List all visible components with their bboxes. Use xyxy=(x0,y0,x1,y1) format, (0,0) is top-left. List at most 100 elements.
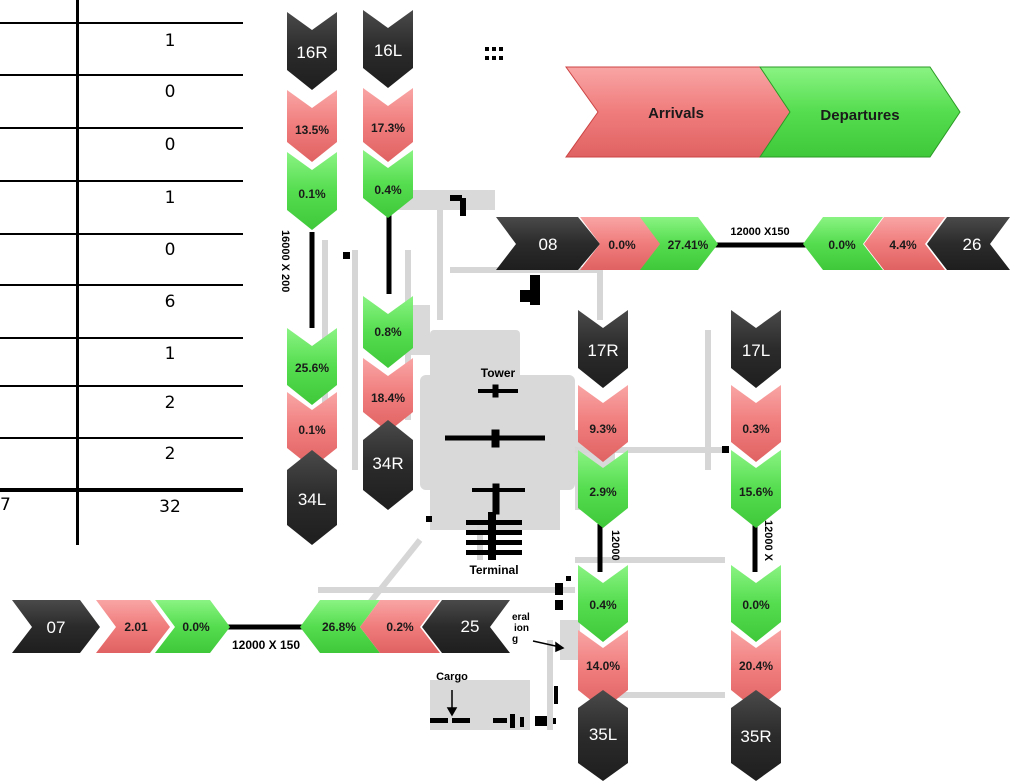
arrival-chevron xyxy=(287,90,337,162)
runway-17L-35R: 17L 0.3% 15.6% 12000 X 0.0% 20.4% 35R xyxy=(731,310,781,781)
runway-end-label: 17R xyxy=(587,341,618,360)
runway-07-25: 07 2.01 0.0% 12000 X 150 26.8% 0.2% 25 xyxy=(12,600,510,653)
arrival-percent: 0.2% xyxy=(386,620,414,634)
table-cell: 2 xyxy=(164,393,176,413)
arrival-percent: 18.4% xyxy=(371,391,405,405)
runway-end-35R xyxy=(731,690,781,781)
departure-percent: 0.4% xyxy=(589,598,617,612)
runway-end-label: 35L xyxy=(589,725,617,744)
tower-label: Tower xyxy=(481,366,516,380)
table-rule xyxy=(0,127,243,129)
data-table: 1 0 0 1 0 6 1 2 2 32 7 xyxy=(0,0,260,545)
departure-chevron xyxy=(731,450,781,528)
departure-percent: 15.6% xyxy=(739,485,773,499)
runway-end-label: 17L xyxy=(742,341,770,360)
runway-end-label: 16L xyxy=(374,41,402,60)
table-cell: 1 xyxy=(164,344,176,364)
arrival-chevron xyxy=(363,358,413,432)
table-cell: 0 xyxy=(164,240,176,260)
arrival-chevron xyxy=(578,630,628,710)
table-rule xyxy=(0,22,243,24)
departure-percent: 0.0% xyxy=(182,620,210,634)
departure-chevron xyxy=(363,296,413,368)
arrival-percent: 2.01 xyxy=(124,620,148,634)
arrival-percent: 17.3% xyxy=(371,121,405,135)
runway-dimensions: 16000 X 200 xyxy=(279,230,291,292)
table-rule xyxy=(0,74,243,76)
departure-chevron xyxy=(640,217,718,270)
departure-percent: 0.0% xyxy=(742,598,770,612)
pointer-arrows xyxy=(446,640,565,717)
table-cell: 0 xyxy=(164,135,176,155)
table-cell: 6 xyxy=(164,292,176,312)
runway-end-label: 08 xyxy=(539,235,558,254)
runway-end-17R xyxy=(578,310,628,388)
runway-end-34L xyxy=(287,450,337,545)
arrival-chevron xyxy=(287,392,337,468)
departure-percent: 0.8% xyxy=(374,325,402,339)
runway-end-label: 26 xyxy=(963,235,982,254)
departure-chevron xyxy=(578,565,628,642)
arrival-percent: 9.3% xyxy=(589,422,617,436)
arrival-percent: 13.5% xyxy=(295,123,329,137)
runway-end-16R xyxy=(287,12,337,90)
runway-end-16L xyxy=(363,10,413,88)
runway-dimensions: 12000 X150 xyxy=(730,226,789,238)
departure-percent: 0.1% xyxy=(298,187,326,201)
table-cell: 2 xyxy=(164,444,176,464)
runway-16L-34R: 16L 17.3% 0.4% 0.8% 18.4% 34R xyxy=(363,10,413,510)
runway-end-label: 07 xyxy=(47,618,66,637)
table-cell: 1 xyxy=(164,188,176,208)
runway-end-26 xyxy=(927,217,1010,270)
table-cell: 0 xyxy=(164,82,176,102)
departure-chevron xyxy=(287,328,337,405)
departure-percent: 2.9% xyxy=(589,485,617,499)
departure-chevron xyxy=(578,450,628,528)
table-rule xyxy=(0,180,243,182)
buildings xyxy=(343,195,729,728)
table-left-fragment: 7 xyxy=(0,495,11,515)
terminal-icon xyxy=(466,512,522,560)
runway-end-label: 16R xyxy=(296,43,327,62)
tower-icon xyxy=(445,384,545,515)
departure-percent: 26.8% xyxy=(322,620,356,634)
arrival-percent: 4.4% xyxy=(889,238,917,252)
runway-dimensions: 12000 X 150 xyxy=(232,638,300,652)
arrival-percent: 0.1% xyxy=(298,423,326,437)
departure-percent: 0.4% xyxy=(374,183,402,197)
runway-dimensions: 12000 X xyxy=(762,520,774,562)
departure-chevron xyxy=(363,150,413,218)
departure-percent: 0.0% xyxy=(828,238,856,252)
runway-end-35L xyxy=(578,690,628,781)
arrival-chevron xyxy=(580,217,662,270)
runway-16R-34L: 16R 13.5% 0.1% 25.6% 0.1% 34L 16000 X 20… xyxy=(279,12,337,545)
table-rule xyxy=(0,337,243,339)
runway-end-34R xyxy=(363,420,413,510)
legend-departures-label: Departures xyxy=(820,107,899,124)
general-aviation-label-line2: ion xyxy=(514,623,529,634)
cargo-label: Cargo xyxy=(436,671,468,683)
departure-percent: 25.6% xyxy=(295,361,329,375)
table-rule xyxy=(0,437,243,439)
arrival-percent: 14.0% xyxy=(586,659,620,673)
arrival-chevron xyxy=(864,217,945,270)
runway-end-25 xyxy=(422,600,510,653)
general-aviation-label-line3: g xyxy=(512,634,518,645)
table-divider xyxy=(76,0,79,545)
runway-end-07 xyxy=(12,600,100,653)
table-rule xyxy=(0,284,243,286)
runway-08-26: 08 0.0% 27.41% 12000 X150 0.0% 4.4% 26 xyxy=(496,217,1010,270)
runway-17R-35L: 17R 9.3% 2.9% 12000 0.4% 14.0% 35L xyxy=(578,310,628,781)
departure-chevron xyxy=(155,600,230,653)
arrival-chevron xyxy=(731,630,781,710)
table-rule xyxy=(0,385,243,387)
departure-chevron xyxy=(803,217,883,270)
runway-end-label: 34R xyxy=(372,454,403,473)
legend-arrivals-label: Arrivals xyxy=(648,105,704,122)
table-total-rule xyxy=(0,488,243,492)
runway-end-label: 35R xyxy=(740,727,771,746)
table-cell: 1 xyxy=(164,31,176,51)
legend-departures-chevron xyxy=(759,66,961,158)
departure-chevron xyxy=(300,600,380,653)
dots-icon xyxy=(485,47,503,60)
